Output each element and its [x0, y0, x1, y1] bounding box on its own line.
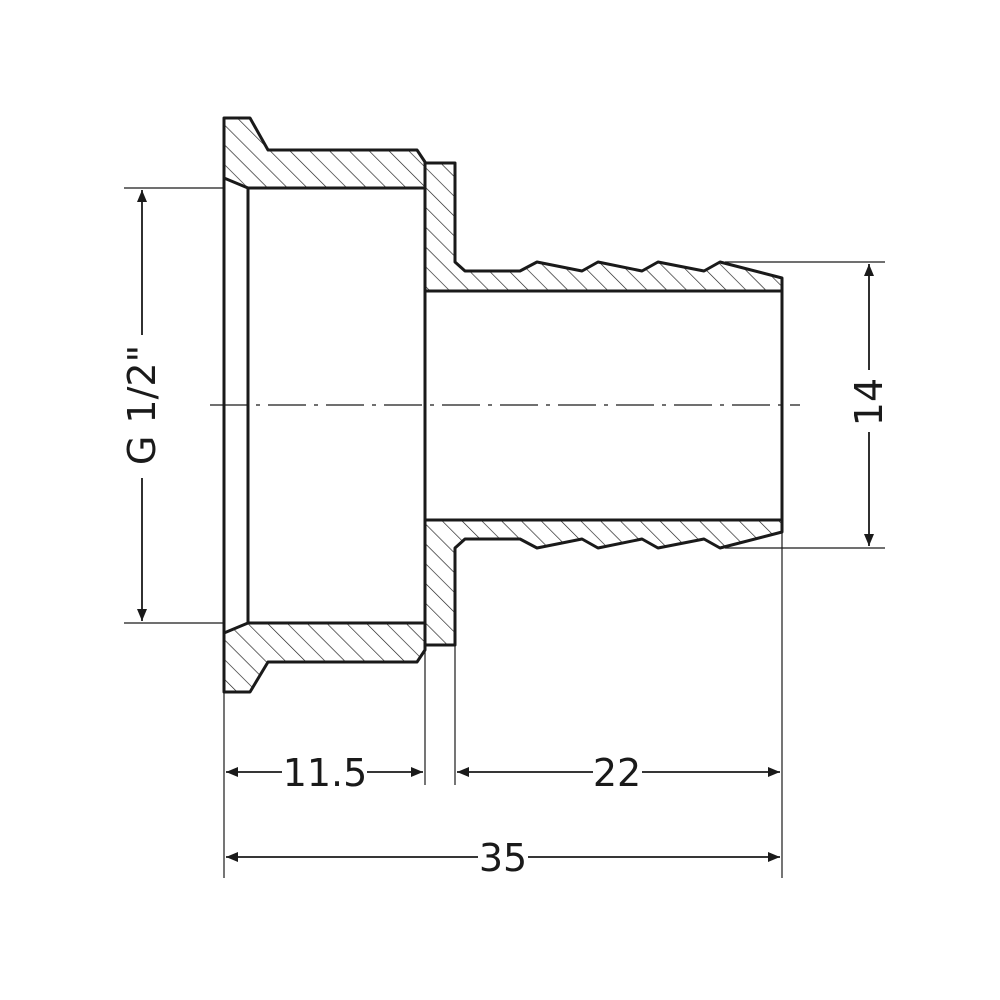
nut-wall-top: [222, 116, 427, 190]
section-walls: [222, 116, 784, 694]
thread-length-label: 11.5: [283, 751, 368, 795]
extension-lines: [124, 187, 885, 878]
barb-length-label: 22: [593, 751, 641, 795]
nut-wall-bottom: [222, 621, 427, 694]
barb-flange-top: [423, 161, 784, 293]
total-length-label: 35: [479, 836, 527, 880]
thread-size-label: G 1/2": [120, 345, 164, 465]
dimension-lines: [137, 190, 874, 862]
barb-diameter-label: 14: [847, 378, 891, 426]
barb-flange-bottom: [423, 518, 784, 647]
